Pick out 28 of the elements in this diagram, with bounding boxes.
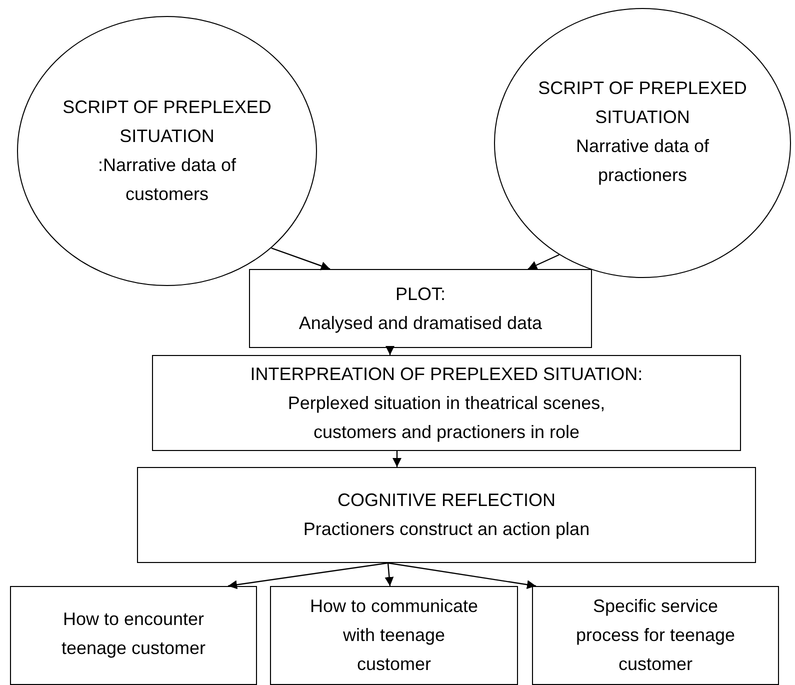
- arrow: [384, 562, 394, 586]
- ellipse-node: [494, 8, 791, 278]
- node-text: How to communicate with teenage customer: [309, 595, 479, 676]
- arrow: [228, 562, 388, 590]
- node-heading: COGNITIVE REFLECTION: [337, 489, 556, 512]
- node-heading: INTERPREATION OF PREPLEXED SITUATION:: [250, 362, 643, 386]
- node-text: Practioners construct an action plan: [303, 518, 590, 541]
- process-box: [152, 355, 741, 451]
- ellipse-node: [17, 16, 317, 286]
- process-box: [10, 586, 257, 685]
- node-text: Analysed and dramatised data: [298, 312, 542, 335]
- arrow: [271, 247, 330, 270]
- process-box: [270, 586, 518, 685]
- process-box: [532, 586, 779, 685]
- arrow: [528, 254, 560, 270]
- arrow: [386, 346, 394, 355]
- process-box: [249, 269, 592, 348]
- node-heading: PLOT:: [395, 282, 446, 306]
- node-heading: SCRIPT OF PREPLEXED SITUATION: [62, 96, 272, 148]
- process-box: [137, 467, 756, 563]
- node-text: :Narrative data of customers: [96, 154, 238, 206]
- node-text: How to encounter teenage customer: [60, 608, 207, 660]
- node-heading: SCRIPT OF PREPLEXED SITUATION: [537, 77, 748, 129]
- arrow: [388, 562, 536, 590]
- node-text: Narrative data of practioners: [574, 135, 710, 187]
- arrow: [392, 451, 402, 467]
- node-text: Perplexed situation in theatrical scenes, customers and practioners in role: [286, 392, 606, 444]
- node-text: Specific service process for teenage customer: [574, 595, 736, 676]
